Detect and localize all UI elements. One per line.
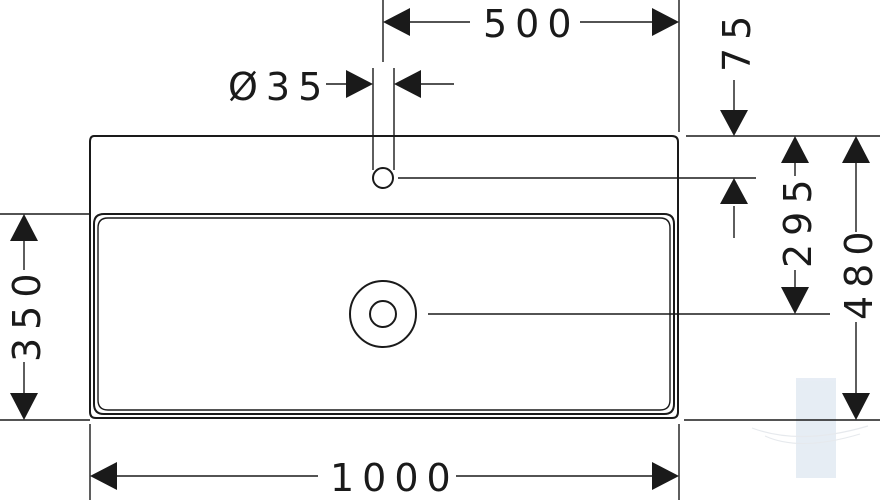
drain-inner: [369, 300, 397, 328]
dimension-1000: 1000: [90, 456, 679, 500]
dimension-350: 350: [5, 214, 49, 420]
dimension-480: 480: [837, 136, 881, 420]
watermark-logo: [751, 378, 869, 478]
tap-hole: [372, 167, 394, 189]
dimension-75: 75: [715, 8, 759, 238]
dimension-500-label: 500: [483, 2, 580, 46]
dimension-500: 500: [383, 2, 679, 46]
dimension-tap-diameter: Ø35: [228, 65, 454, 109]
dimension-tap-diameter-label: Ø35: [228, 65, 330, 109]
dimension-1000-label: 1000: [330, 456, 459, 500]
dimension-75-label: 75: [715, 8, 759, 72]
basin-bowl-outline: [93, 213, 675, 415]
drain-outer: [349, 280, 417, 348]
dimension-350-label: 350: [5, 265, 49, 362]
basin-bowl-inner-line: [97, 217, 671, 411]
dimension-480-label: 480: [837, 223, 881, 320]
basin-outer-outline: [89, 135, 679, 419]
dimension-295: 295: [776, 136, 820, 314]
dimension-295-label: 295: [776, 171, 820, 268]
